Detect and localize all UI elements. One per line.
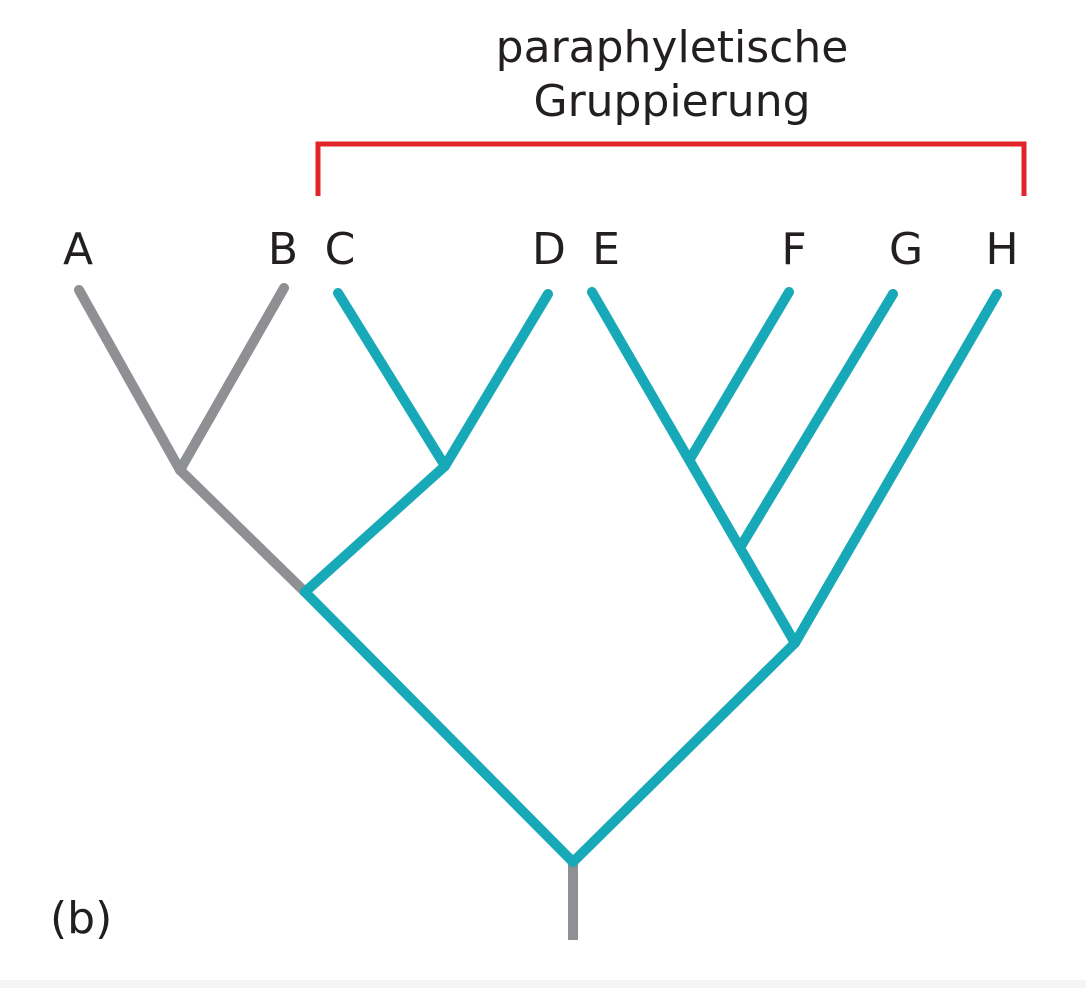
paraphyletic-bracket: [315, 141, 1027, 196]
branch-ab-stem: [175, 465, 310, 597]
branch-cd-stem: [300, 461, 450, 597]
taxon-label-h: H: [985, 224, 1018, 275]
taxon-label-e: E: [592, 224, 620, 275]
branch-c: [333, 288, 450, 471]
branch-a: [74, 285, 185, 475]
branch-g: [736, 289, 898, 551]
tree-branches: [74, 283, 1002, 940]
branch-efgh-stem: [568, 638, 800, 867]
taxon-label-b: B: [268, 224, 298, 275]
taxon-label-g: G: [889, 224, 923, 275]
taxon-label-a: A: [63, 224, 93, 275]
group-title-line-2: Gruppierung: [533, 76, 810, 127]
group-title-line-1: paraphyletische: [496, 22, 849, 73]
branch-h: [790, 289, 1002, 648]
branch-f: [685, 287, 794, 464]
branch-d: [440, 289, 553, 471]
taxon-label-c: C: [325, 224, 356, 275]
taxon-label-d: D: [532, 224, 566, 275]
branch-abcd-stem: [300, 587, 578, 867]
bottom-strip: [0, 980, 1086, 988]
panel-label: (b): [50, 893, 112, 944]
branch-e: [587, 287, 800, 648]
branch-b: [175, 283, 289, 475]
taxon-label-f: F: [781, 224, 806, 275]
